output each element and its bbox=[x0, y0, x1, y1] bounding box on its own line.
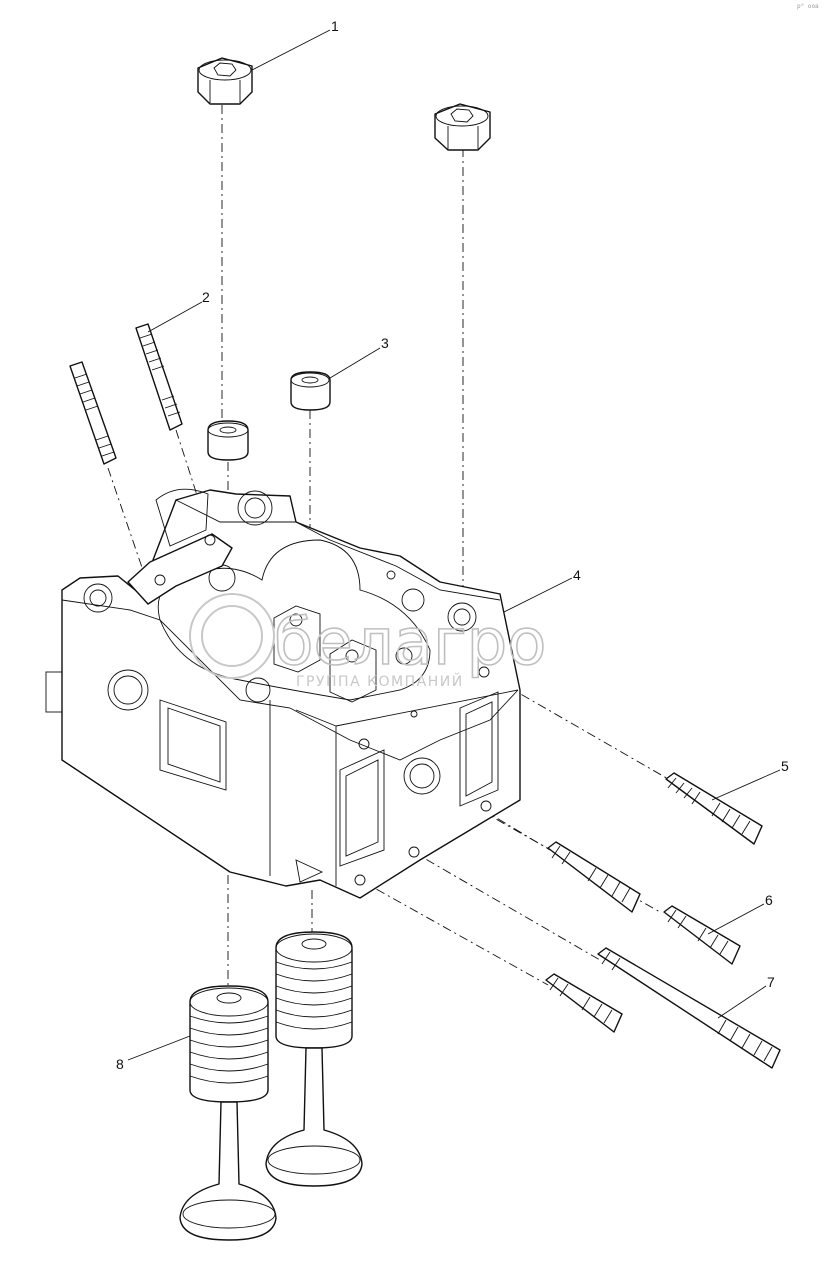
corner-mark: p⁰ ooa bbox=[797, 3, 819, 10]
callout-5: 5 bbox=[781, 758, 789, 774]
callout-6: 6 bbox=[765, 892, 773, 908]
stud-6-long bbox=[547, 841, 641, 913]
hex-plug-right bbox=[434, 103, 491, 151]
stud-6-small bbox=[545, 973, 623, 1033]
stud-6-short bbox=[663, 905, 741, 965]
watermark-brand: белагро bbox=[274, 606, 546, 680]
cylinder-head bbox=[45, 488, 521, 899]
callout-7: 7 bbox=[767, 974, 775, 990]
sleeve-left bbox=[207, 420, 249, 461]
stud-short bbox=[69, 361, 117, 465]
callout-3: 3 bbox=[381, 335, 389, 351]
callout-8: 8 bbox=[116, 1056, 124, 1072]
watermark-subtitle: ГРУППА КОМПАНИЙ bbox=[296, 672, 464, 690]
sleeve-right bbox=[290, 371, 331, 411]
callout-1: 1 bbox=[331, 18, 339, 34]
stud-7 bbox=[597, 947, 781, 1069]
watermark: белагро ГРУППА КОМПАНИЙ bbox=[189, 593, 547, 690]
valve-left bbox=[179, 985, 277, 1241]
stud-long bbox=[135, 323, 183, 431]
callout-4: 4 bbox=[573, 567, 581, 583]
callouts: 1 2 3 4 5 6 7 8 bbox=[116, 18, 789, 1072]
stud-5 bbox=[665, 772, 763, 845]
valve-right bbox=[265, 931, 363, 1187]
hex-plug-left bbox=[197, 57, 253, 105]
callout-2: 2 bbox=[202, 289, 210, 305]
